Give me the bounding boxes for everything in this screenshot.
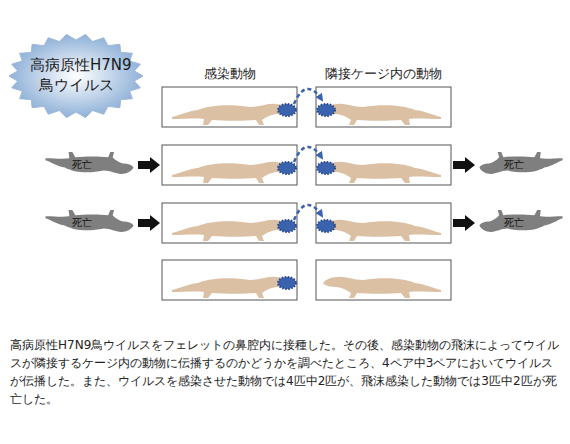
droplet-arc [294,89,322,104]
virus-name: 高病原性H7N9 鳥ウイルス [8,55,144,95]
cage-pair [162,260,451,300]
dead-ferret: 死亡 [42,150,137,184]
virus-cloud: 高病原性H7N9 鳥ウイルス [8,33,144,119]
ferret [323,220,441,241]
ferret [172,220,290,241]
cage-pair [138,145,475,185]
cage-box [316,260,451,300]
dead-ferret: 死亡 [476,208,566,242]
caption: 高病原性H7N9鳥ウイルスをフェレットの鼻腔内に接種した。その後、感染動物の飛沫… [10,336,562,408]
virus-dot [278,104,296,116]
death-label: 死亡 [72,159,92,171]
cage-box [316,87,451,127]
death-label: 死亡 [504,159,524,171]
cage-pair [138,203,475,243]
cage-box [162,145,297,185]
cage-pair [162,87,451,127]
virus-dot [317,220,335,232]
ferret [323,104,441,125]
column-header: 隣接ケージ内の動物 [310,66,457,82]
virus-dot [278,220,296,232]
ferret [323,277,441,298]
death-label: 死亡 [504,217,524,229]
virus-dot [278,277,296,289]
cage-box [162,87,297,127]
ferret [323,162,441,183]
dead-ferret: 死亡 [42,208,137,242]
virus-dot [317,104,335,116]
cage-box [162,203,297,243]
droplet-arc [294,147,322,162]
virus-dot [317,162,335,174]
death-arrow [138,215,160,231]
virus-dot [278,162,296,174]
death-arrow [138,157,160,173]
cage-box [316,145,451,185]
ferret [172,277,290,298]
column-header: 感染動物 [162,66,297,82]
cage-box [162,260,297,300]
death-arrow [453,215,475,231]
death-label: 死亡 [72,217,92,229]
dead-ferret: 死亡 [476,150,566,184]
cage-box [316,203,451,243]
ferret [172,162,290,183]
ferret [172,104,290,125]
droplet-arc [294,205,322,220]
death-arrow [453,157,475,173]
